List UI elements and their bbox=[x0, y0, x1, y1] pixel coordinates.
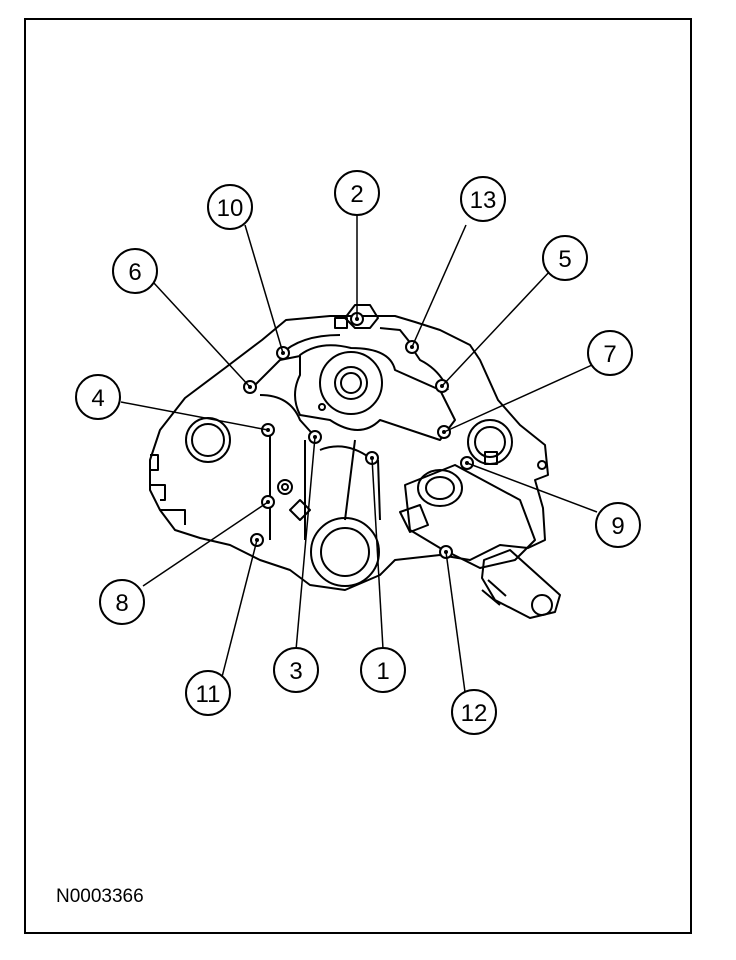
callout-label-13: 13 bbox=[470, 187, 497, 214]
front-cover-outline bbox=[149, 315, 549, 591]
water-pump-body bbox=[294, 344, 456, 441]
callout-label-4: 4 bbox=[91, 385, 104, 412]
callout-label-6: 6 bbox=[128, 259, 141, 286]
callout-label-5: 5 bbox=[558, 246, 571, 273]
callout-9 bbox=[595, 502, 641, 548]
left-edge-steps bbox=[150, 454, 186, 525]
callout-label-10: 10 bbox=[217, 195, 244, 222]
sensor-housing bbox=[404, 464, 536, 569]
callout-1 bbox=[360, 647, 406, 693]
callout-4 bbox=[75, 374, 121, 420]
leader-lines bbox=[120, 215, 598, 693]
callout-12 bbox=[451, 689, 497, 735]
callout-label-7: 7 bbox=[603, 341, 616, 368]
callout-label-11: 11 bbox=[196, 681, 221, 708]
callout-11 bbox=[185, 670, 231, 716]
callout-label-12: 12 bbox=[461, 700, 488, 727]
figure-frame bbox=[24, 18, 692, 934]
callout-3 bbox=[273, 647, 319, 693]
callout-label-2: 2 bbox=[350, 181, 363, 208]
figure-id: N0003366 bbox=[56, 886, 144, 907]
callout-8 bbox=[99, 579, 145, 625]
water-pump-hub bbox=[319, 351, 383, 415]
callout-10 bbox=[207, 184, 253, 230]
callout-label-1: 1 bbox=[376, 658, 389, 685]
callout-5 bbox=[542, 235, 588, 281]
callout-label-9: 9 bbox=[611, 513, 624, 540]
callout-13 bbox=[460, 176, 506, 222]
callout-7 bbox=[587, 330, 633, 376]
callout-6 bbox=[112, 248, 158, 294]
callout-label-3: 3 bbox=[289, 658, 302, 685]
callout-label-8: 8 bbox=[115, 590, 128, 617]
callout-2 bbox=[334, 170, 380, 216]
